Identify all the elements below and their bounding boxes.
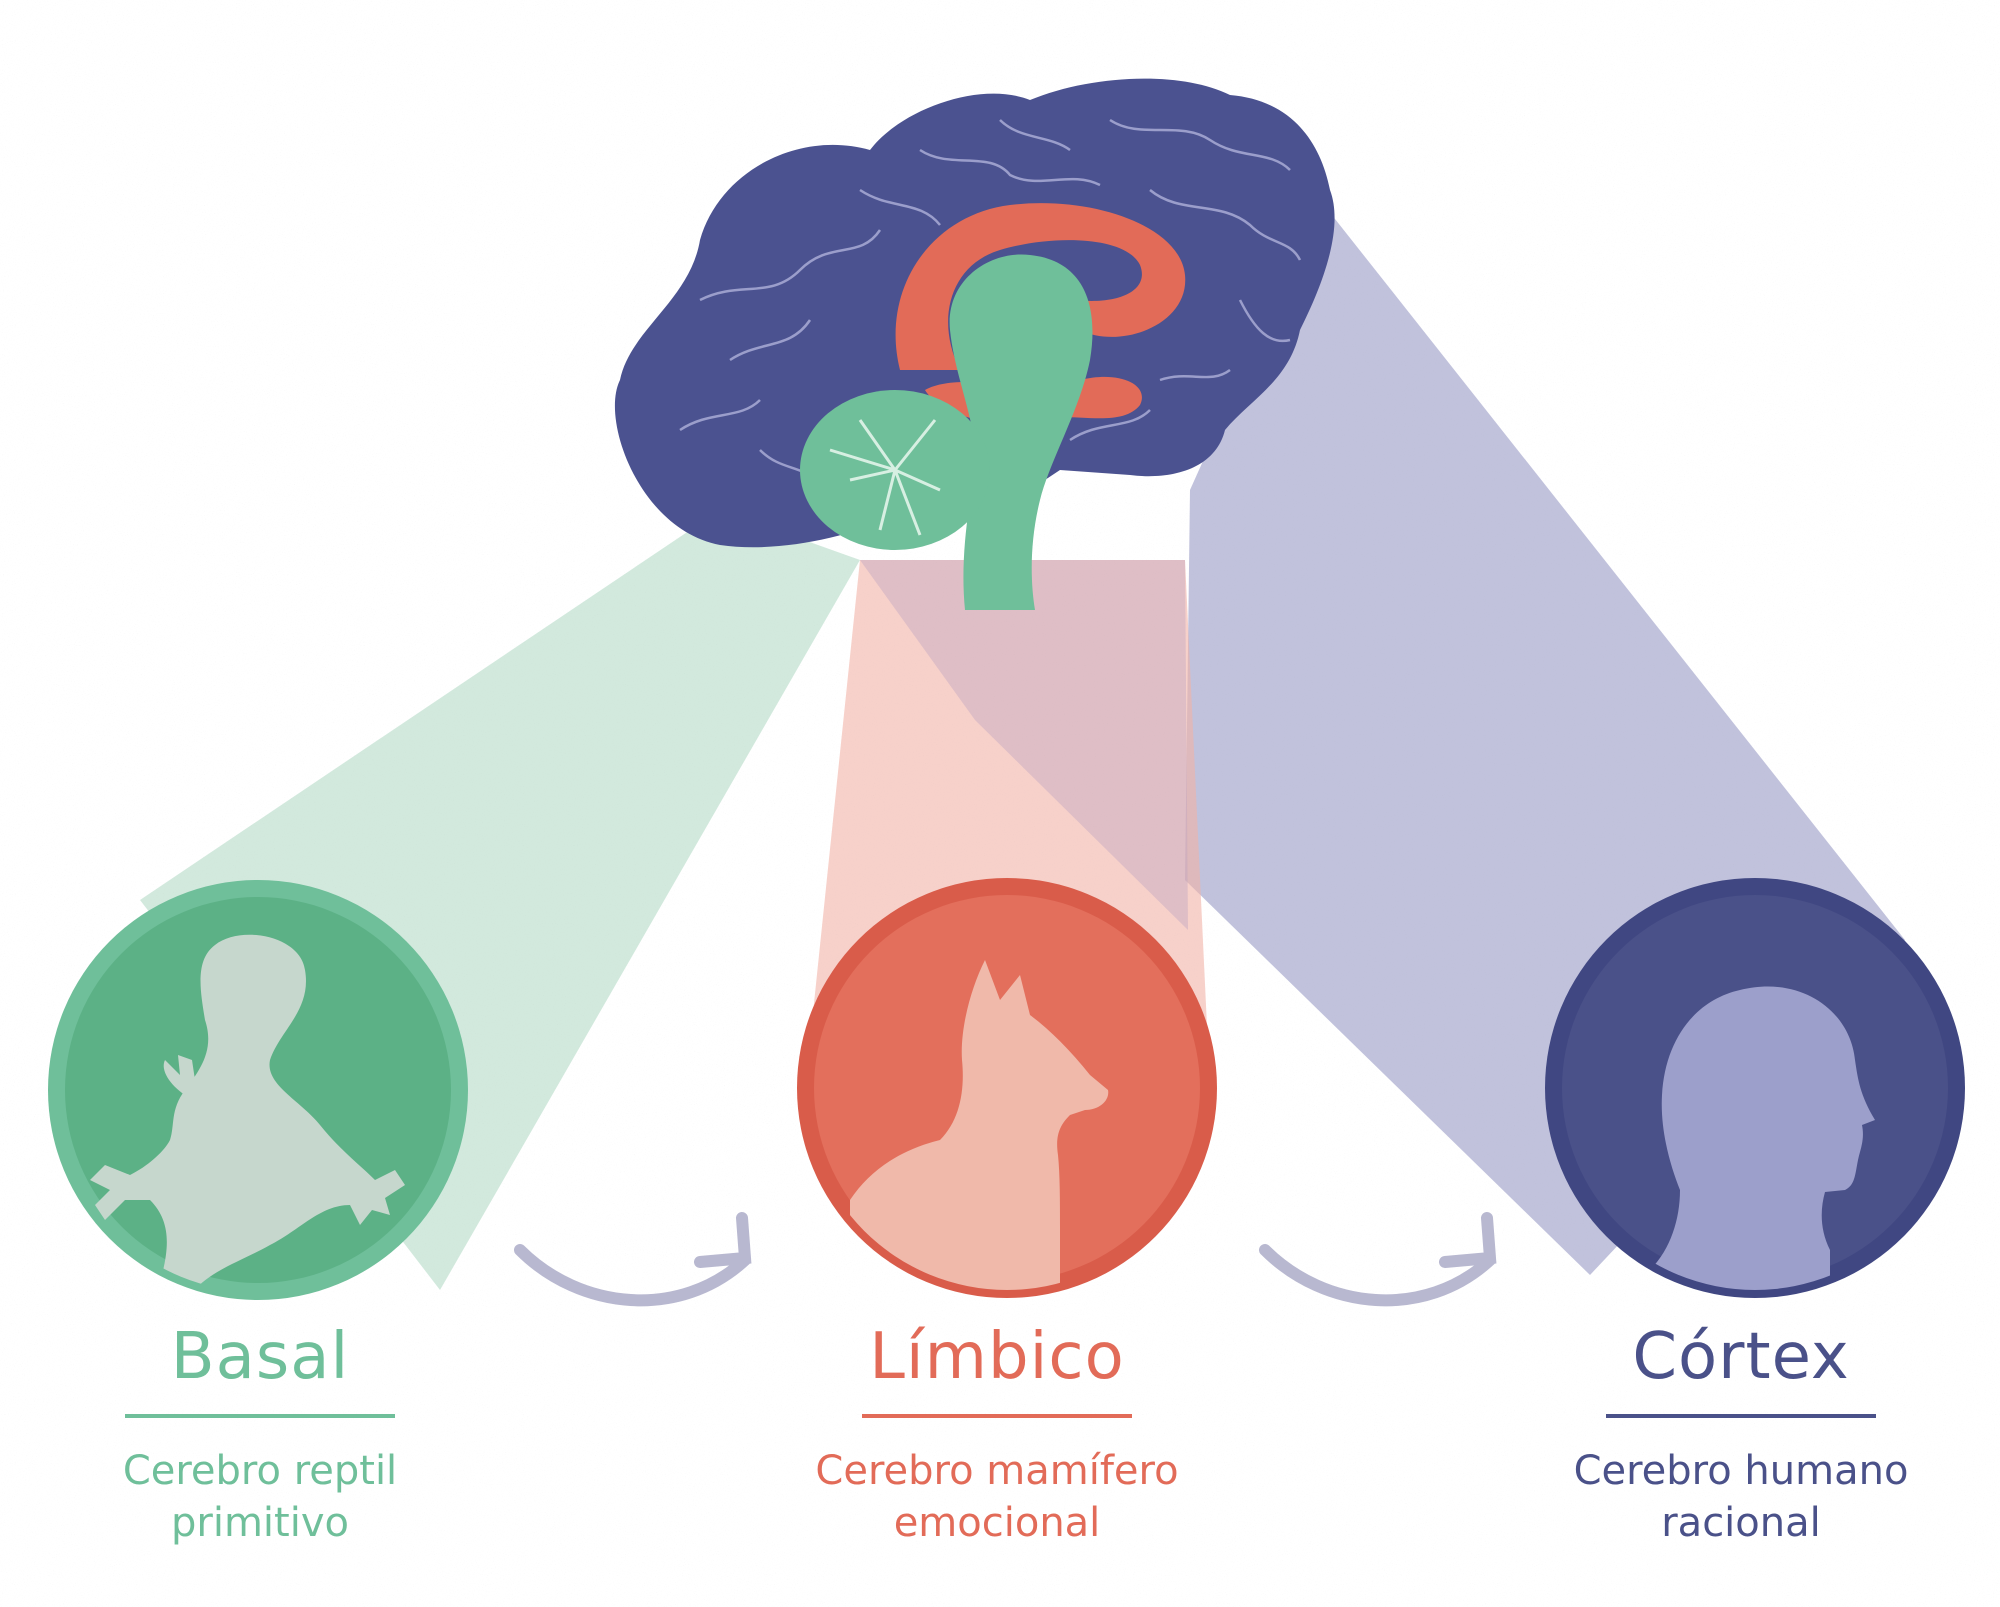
brain (614, 78, 1335, 610)
subtitle-cortex-line1: Cerebro humano (1573, 1448, 1909, 1495)
title-limbico: Límbico (869, 1320, 1125, 1394)
label-limbico: Límbico Cerebro mamífero emocional (787, 1322, 1207, 1549)
rule-limbico (862, 1414, 1132, 1419)
limbico-circle (797, 878, 1217, 1298)
brainstem (949, 254, 1093, 610)
limbic-ring (895, 203, 1186, 370)
subtitle-limbico-line2: emocional (893, 1499, 1101, 1546)
rule-cortex (1606, 1414, 1876, 1419)
rule-basal (125, 1414, 395, 1419)
subtitle-cortex-line2: racional (1661, 1499, 1821, 1546)
subtitle-limbico-line1: Cerebro mamífero (815, 1448, 1179, 1495)
subtitle-cortex: Cerebro humano racional (1531, 1446, 1951, 1548)
cortex-folds (679, 118, 1302, 481)
subtitle-basal: Cerebro reptil primitivo (50, 1446, 470, 1548)
arrow-basal-to-limbico[interactable] (514, 1212, 752, 1307)
title-basal: Basal (170, 1320, 350, 1394)
human-head-icon (1650, 986, 1875, 1290)
title-cortex: Córtex (1632, 1320, 1850, 1394)
label-basal: Basal Cerebro reptil primitivo (50, 1322, 470, 1549)
cerebellum (800, 390, 990, 550)
dog-icon (850, 960, 1109, 1290)
subtitle-basal-line2: primitivo (171, 1499, 349, 1546)
subtitle-basal-line1: Cerebro reptil (122, 1448, 398, 1495)
lizard-front-foot (163, 1055, 195, 1095)
cortex-circle (1545, 878, 1965, 1298)
subtitle-limbico: Cerebro mamífero emocional (787, 1446, 1207, 1548)
label-cortex: Córtex Cerebro humano racional (1531, 1322, 1951, 1549)
arrow-limbico-to-cortex[interactable] (1259, 1212, 1497, 1307)
basal-circle (48, 880, 468, 1300)
